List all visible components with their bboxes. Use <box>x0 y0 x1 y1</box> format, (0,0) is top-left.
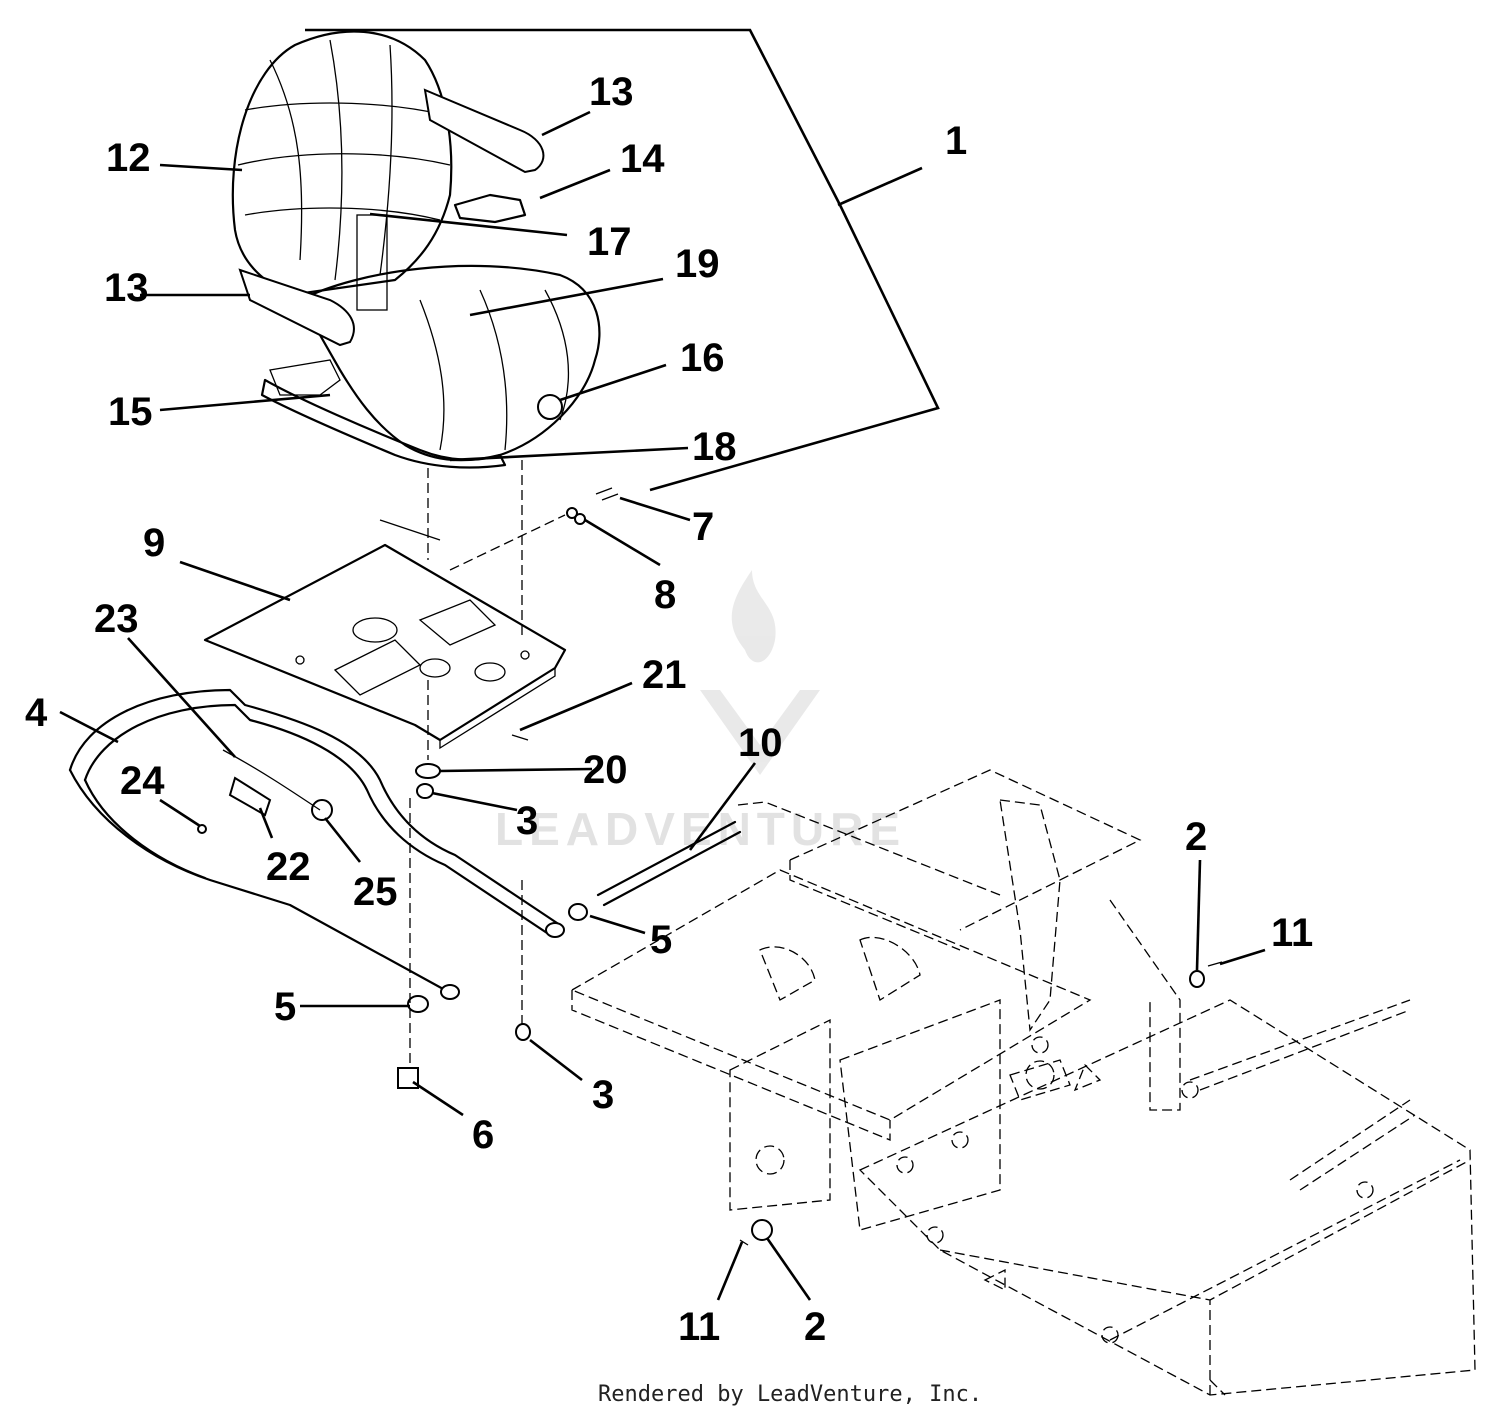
callout-6: 6 <box>472 1113 494 1157</box>
render-credit: Rendered by LeadVenture, Inc. <box>598 1382 982 1407</box>
callout-14: 14 <box>620 137 665 181</box>
seat-switch-bracket <box>269 359 341 396</box>
callout-4: 4 <box>25 691 48 735</box>
callout-2-top: 2 <box>1185 815 1207 859</box>
callouts: 1 2 2 3 3 4 5 5 6 7 8 9 10 11 11 12 13 1… <box>25 70 1313 1349</box>
washer-2-right <box>1189 970 1205 988</box>
callout-13-right: 13 <box>589 70 634 114</box>
callout-18: 18 <box>692 425 737 469</box>
washer-20 <box>415 763 441 779</box>
callout-17: 17 <box>587 220 632 264</box>
callout-16: 16 <box>680 336 725 380</box>
flame-v-logo <box>700 570 820 775</box>
seat-belt <box>453 193 527 224</box>
clip-6 <box>397 1067 419 1089</box>
armrest-left <box>238 268 355 347</box>
callout-1: 1 <box>945 119 967 163</box>
seat-pan <box>260 378 507 469</box>
callout-11-left: 11 <box>678 1305 720 1349</box>
callout-25: 25 <box>353 870 398 914</box>
callout-5-left: 5 <box>274 985 296 1029</box>
callout-8: 8 <box>654 573 676 617</box>
watermark: LEADVENTURE <box>495 570 906 855</box>
nut-3-upper <box>416 783 434 799</box>
leader-lines <box>59 28 1266 1301</box>
seat-label <box>356 214 388 311</box>
adjustment-knob <box>537 394 563 420</box>
callout-9: 9 <box>143 521 165 565</box>
bolt-11-right <box>1207 961 1223 967</box>
callout-21: 21 <box>642 653 687 697</box>
callout-10: 10 <box>738 721 783 765</box>
seat-plate <box>203 519 567 750</box>
callout-24: 24 <box>120 759 165 803</box>
bolt-11-left <box>739 1239 749 1246</box>
mower-frame <box>570 769 1476 1396</box>
seat-assembly <box>231 30 601 469</box>
washer-2-left <box>751 1219 773 1241</box>
cap-25 <box>311 799 333 821</box>
callout-3-upper: 3 <box>516 799 538 843</box>
callout-13-left: 13 <box>104 266 149 310</box>
washer-8b <box>574 513 586 525</box>
callout-11-right: 11 <box>1271 911 1313 955</box>
rod-10 <box>596 820 737 897</box>
bolt-7 <box>595 487 619 501</box>
alignment-lines <box>409 460 1001 1068</box>
callout-2-bottom: 2 <box>804 1305 826 1349</box>
nut-3-lower <box>515 1023 531 1041</box>
switch-22 <box>228 776 272 817</box>
washer-8a <box>566 507 578 519</box>
bolt-21 <box>511 734 529 741</box>
callout-12: 12 <box>106 136 151 180</box>
callout-22: 22 <box>266 845 311 889</box>
armrest-right <box>423 88 545 174</box>
bushing-5-left <box>407 995 429 1013</box>
callout-3-lower: 3 <box>592 1073 614 1117</box>
seat-pivot-rod <box>68 688 565 1000</box>
callout-7: 7 <box>692 505 714 549</box>
callout-19: 19 <box>675 242 720 286</box>
bushing-5-right <box>568 903 588 921</box>
callout-20: 20 <box>583 748 628 792</box>
screw-24 <box>197 824 207 834</box>
callout-15: 15 <box>108 390 153 434</box>
callout-23: 23 <box>94 597 139 641</box>
callout-5-right: 5 <box>650 918 672 962</box>
hardware <box>197 487 1223 1246</box>
seat-cushion <box>298 264 601 462</box>
rod-10-b <box>602 830 742 907</box>
watermark-text: LEADVENTURE <box>495 803 906 855</box>
